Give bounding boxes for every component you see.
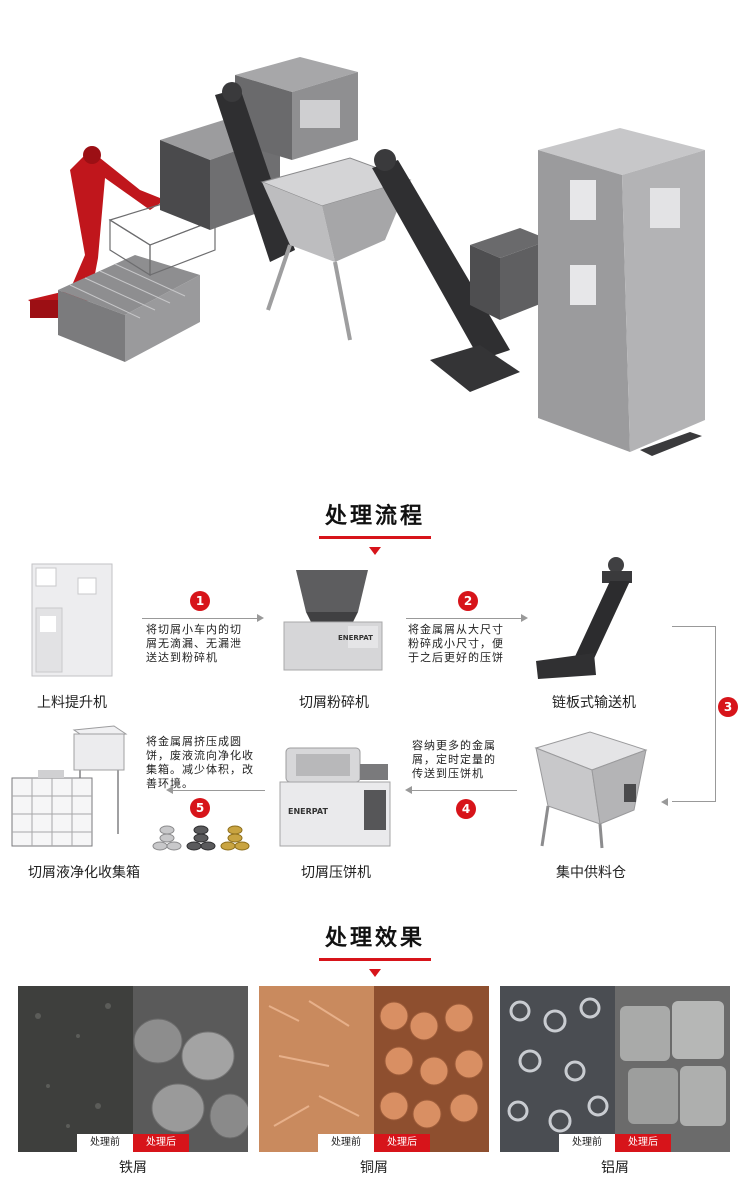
step-label-conveyor: 链板式输送机 [552,695,636,711]
step-label-shredder: 切屑粉碎机 [299,695,369,711]
flow-arrow-4-icon [405,786,412,794]
process-section-title: 处理流程 [0,498,750,555]
title-underline-2 [319,958,431,961]
step-number-badge-1: 1 [190,591,210,611]
flow-line-4 [411,790,517,791]
tag-before-iron: 处理前 [77,1134,133,1152]
production-line-render [28,57,705,456]
result-section-title: 处理效果 [0,920,750,977]
flow-arrow-2-icon [521,614,528,622]
step-label-tank: 切屑液净化收集箱 [28,865,140,881]
conveyor-right [372,160,510,360]
tag-before-copper: 处理前 [318,1134,374,1152]
tag-after-aluminum: 处理后 [615,1134,671,1152]
result-label-copper: 铜屑 [360,1160,388,1176]
title-down-arrow-icon [369,547,381,555]
collection-tank-image [11,725,128,847]
hopper [260,157,412,341]
step-number-badge-4: 4 [456,799,476,819]
iron-chip-photo [18,986,248,1152]
step-label-lift: 上料提升机 [37,695,107,711]
briquette-pile-dark [186,825,216,851]
step-desc-5: 将金属屑挤压成圆 饼，废液流向净化收 集箱。减少体积，改 善环境。 [146,735,254,790]
flow-arrow-1-icon [257,614,264,622]
flow-line-2 [406,618,522,619]
result-panel-iron: 处理前 处理后 [18,986,248,1152]
feed-silo-image [534,731,648,849]
step-number-badge-2: 2 [458,591,478,611]
tag-before-aluminum: 处理前 [559,1134,615,1152]
result-label-aluminum: 铝屑 [601,1160,629,1176]
conveyor-image [536,557,632,679]
process-title: 处理流程 [324,504,425,529]
mid-bin [470,228,550,320]
title-down-arrow-icon-2 [369,969,381,977]
title-underline [319,536,431,539]
step-number-badge-3: 3 [718,697,738,717]
step-desc-4: 容纳更多的金属 屑，定时定量的 传送到压饼机 [412,739,496,780]
copper-chip-photo [259,986,489,1152]
flow-bracket-3 [672,626,716,802]
flow-arrow-3-icon [661,798,668,806]
step-label-press: 切屑压饼机 [301,865,371,881]
tag-after-copper: 处理后 [374,1134,430,1152]
step-desc-1: 将切屑小车内的切 屑无滴漏、无漏泄 送达到粉碎机 [146,623,242,664]
lift-machine-image [31,563,113,677]
result-panel-aluminum: 处理前 处理后 [500,986,730,1152]
hero-illustration [0,0,750,470]
step-label-silo: 集中供料仓 [556,865,626,881]
flow-line-5 [173,790,265,791]
flow-arrow-5-icon [166,786,173,794]
flow-line-1 [142,618,258,619]
conveyor-left [215,88,295,262]
result-panel-copper: 处理前 处理后 [259,986,489,1152]
step-number-badge-5: 5 [190,798,210,818]
briquette-pile-brass [220,825,250,851]
brand-mark-1: ENERPAT [338,634,373,642]
briquetting-press-image: ENERPAT [279,747,391,847]
shredder-image: ENERPAT [283,570,383,671]
tag-after-iron: 处理后 [133,1134,189,1152]
brand-mark-2: ENERPAT [288,807,328,816]
result-label-iron: 铁屑 [119,1160,147,1176]
briquette-samples-image [152,825,250,851]
result-title: 处理效果 [324,926,425,951]
aluminum-chip-photo [500,986,730,1152]
briquette-pile-silver [152,825,182,851]
step-desc-2: 将金属屑从大尺寸 粉碎成小尺寸，便 于之后更好的压饼 [408,623,504,664]
feed-silo-cabinet [538,128,705,456]
